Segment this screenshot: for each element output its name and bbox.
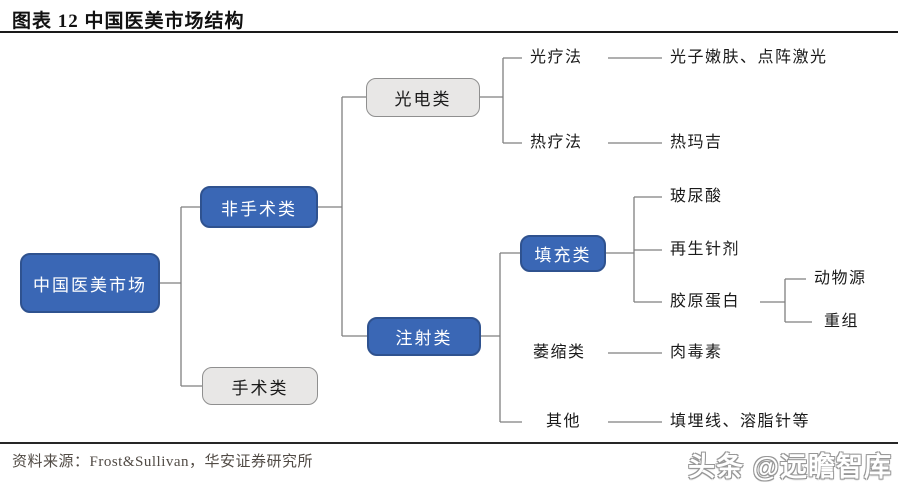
toutiao-watermark: 头条 @远瞻智库 (688, 452, 892, 482)
label-heat-therapy: 热疗法 (530, 134, 583, 151)
footer-divider (0, 442, 898, 444)
node-non-surgical: 非手术类 (200, 186, 318, 228)
label-light-therapy-examples: 光子嫩肤、点阵激光 (670, 49, 828, 66)
label-hyaluronic-acid: 玻尿酸 (670, 188, 723, 205)
node-root-market: 中国医美市场 (20, 253, 160, 313)
label-other-examples: 填埋线、溶脂针等 (670, 413, 811, 430)
label-atrophy: 萎缩类 (533, 344, 586, 361)
data-source-text: 资料来源：Frost&Sullivan，华安证券研究所 (12, 454, 314, 470)
label-collagen: 胶原蛋白 (670, 293, 741, 310)
label-animal-source: 动物源 (814, 270, 867, 287)
label-heat-therapy-examples: 热玛吉 (670, 134, 723, 151)
title-divider (0, 31, 898, 33)
node-filler: 填充类 (520, 235, 606, 272)
node-injection: 注射类 (367, 317, 481, 356)
label-recombinant: 重组 (824, 313, 860, 330)
label-light-therapy: 光疗法 (530, 49, 583, 66)
node-surgical: 手术类 (202, 367, 318, 405)
label-atrophy-examples: 肉毒素 (670, 344, 723, 361)
label-regenerative-injection: 再生针剂 (670, 241, 741, 258)
node-photoelectric: 光电类 (366, 78, 480, 117)
figure-title: 图表 12 中国医美市场结构 (12, 11, 245, 32)
label-other: 其他 (546, 413, 582, 430)
